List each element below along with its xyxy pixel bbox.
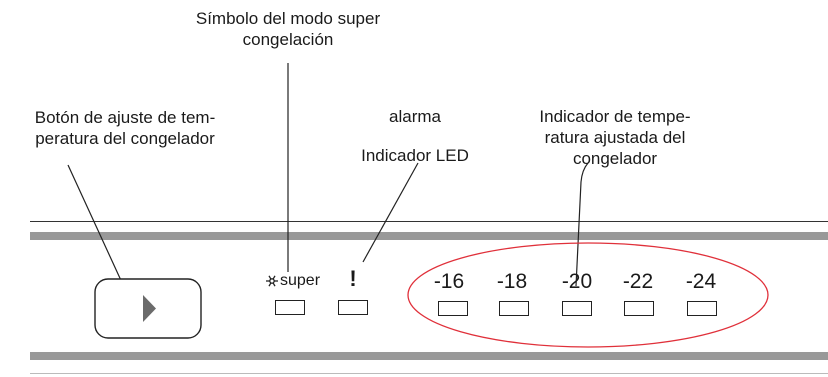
callout-adjust-button: Botón de ajuste de tem- peratura del con… — [34, 108, 216, 148]
play-arrow-icon — [143, 295, 156, 322]
temp-led-18 — [499, 301, 529, 316]
alarm-led — [338, 300, 368, 315]
callout-temp-indicator: Indicador de tempe- ratura ajustada del … — [539, 107, 691, 168]
callout-led: Indicador LED — [361, 146, 469, 165]
temp-label-20: -20 — [561, 270, 593, 293]
leader-line-led — [362, 162, 419, 263]
temp-label-18: -18 — [496, 270, 528, 293]
temp-led-16 — [438, 301, 468, 316]
temp-led-20 — [562, 301, 592, 316]
panel-top-thin-line — [30, 221, 828, 222]
temperature-highlight-ellipse — [407, 242, 769, 348]
temp-led-24 — [687, 301, 717, 316]
super-led — [275, 300, 305, 315]
panel-top-bar — [30, 232, 828, 240]
temp-led-22 — [624, 301, 654, 316]
snowflake-icon — [266, 275, 278, 287]
panel-bottom-thin-line — [30, 373, 828, 374]
temp-label-24: -24 — [685, 270, 717, 293]
leader-line-adjust-button — [67, 164, 125, 288]
temp-label-22: -22 — [622, 270, 654, 293]
super-label: super — [280, 272, 321, 289]
callout-alarm: alarma — [389, 107, 441, 126]
temp-label-16: -16 — [433, 270, 465, 293]
alarm-symbol: ! — [349, 266, 357, 291]
callout-super-symbol: Símbolo del modo super congelación — [195, 9, 381, 49]
panel-bottom-bar — [30, 352, 828, 360]
leader-line-temp-indicator — [575, 162, 589, 287]
